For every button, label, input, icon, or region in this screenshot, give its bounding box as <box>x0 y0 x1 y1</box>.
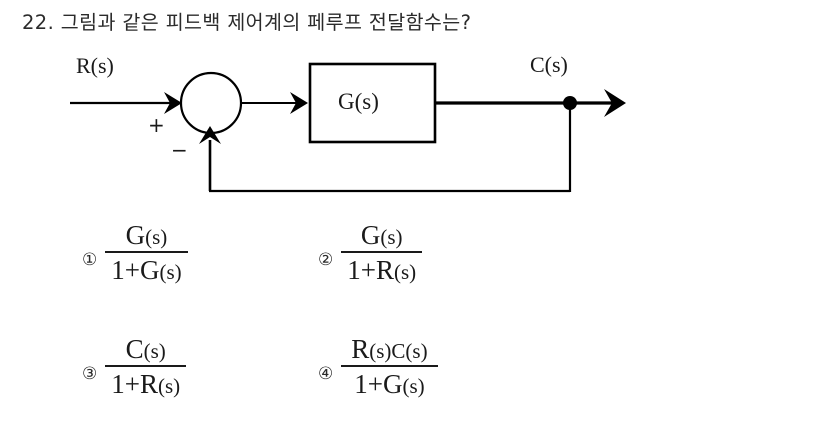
question-text: 22. 그림과 같은 피드백 제어계의 페루프 전달함수는? <box>22 11 472 34</box>
option-1-denominator: 1+G(s) <box>111 255 182 286</box>
output-signal-arrow <box>435 89 626 117</box>
option-marker-4: ④ <box>318 364 334 385</box>
block-diagram: R(s) C(s) G(s) + − <box>0 48 826 208</box>
option-2-denominator: 1+R(s) <box>347 255 417 286</box>
fraction-bar <box>105 251 188 254</box>
answer-option-1[interactable]: ① G(s) 1+G(s) <box>82 220 188 285</box>
option-2-numerator: G(s) <box>360 220 403 250</box>
option-fraction-4: R(s)C(s) 1+G(s) <box>341 334 438 400</box>
error-signal-arrow <box>241 92 308 114</box>
block-label: G(s) <box>338 89 379 114</box>
answer-option-3[interactable]: ③ C(s) 1+R(s) <box>82 334 187 400</box>
option-3-numerator: C(s) <box>125 334 166 364</box>
summing-plus-sign: + <box>148 113 165 137</box>
output-label: C(s) <box>530 52 568 77</box>
option-fraction-3: C(s) 1+R(s) <box>105 334 187 400</box>
feedback-path <box>199 103 572 193</box>
summing-minus-sign: − <box>171 138 188 162</box>
input-label: R(s) <box>76 53 114 78</box>
option-1-numerator: G(s) <box>125 220 168 250</box>
fraction-bar <box>105 365 187 368</box>
summing-junction-circle <box>179 71 243 135</box>
option-marker-3: ③ <box>82 364 98 385</box>
fraction-bar <box>341 365 438 368</box>
input-signal-arrow <box>70 92 182 114</box>
option-fraction-1: G(s) 1+G(s) <box>105 220 188 286</box>
option-fraction-2: G(s) 1+R(s) <box>341 220 423 286</box>
fraction-bar <box>341 251 423 254</box>
answer-option-2[interactable]: ② G(s) 1+R(s) <box>318 220 423 286</box>
answer-options: ① G(s) 1+G(s) ② G(s) 1+R(s) ③ C(s) 1+R(s… <box>0 212 826 438</box>
block-diagram-svg <box>70 62 626 193</box>
option-marker-1: ① <box>82 250 98 271</box>
option-3-denominator: 1+R(s) <box>111 369 181 400</box>
option-4-numerator: R(s)C(s) <box>351 334 428 364</box>
option-marker-2: ② <box>318 250 334 271</box>
option-4-denominator: 1+G(s) <box>354 369 425 400</box>
answer-option-4[interactable]: ④ R(s)C(s) 1+G(s) <box>318 334 438 399</box>
